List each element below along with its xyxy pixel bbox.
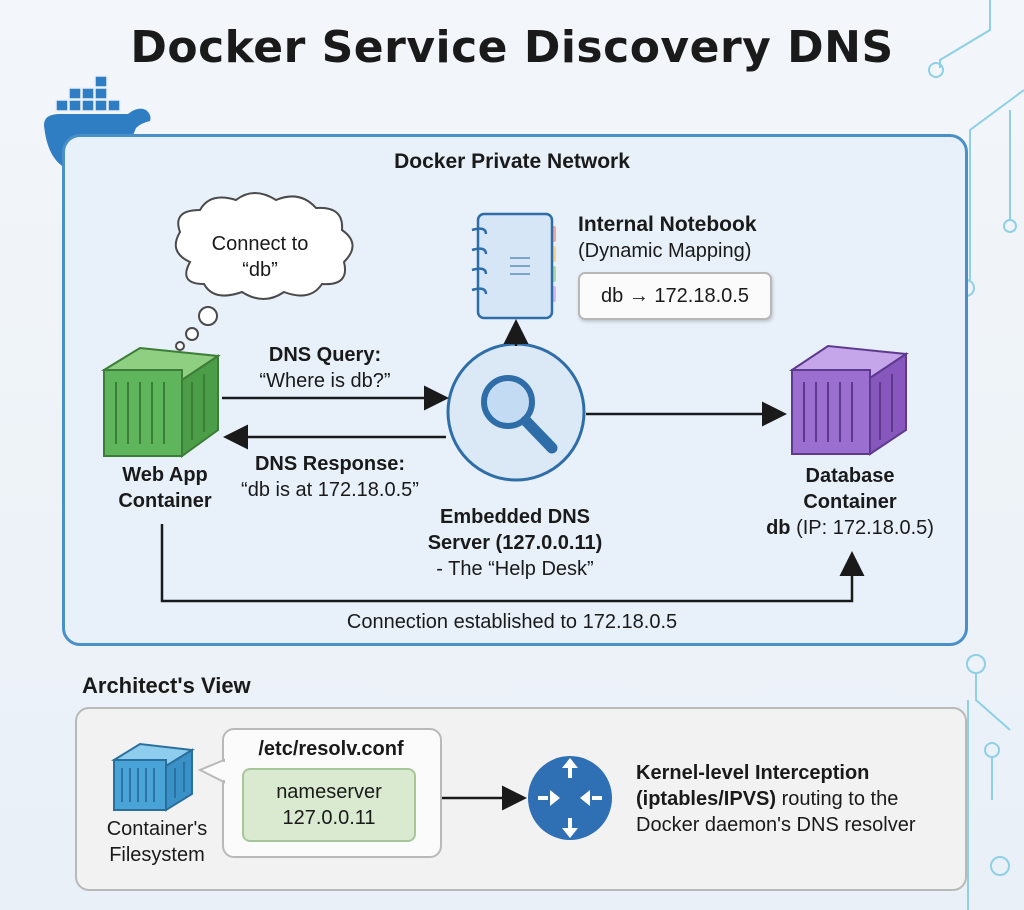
kernel-line-2-text: (iptables/IPVS) routing to the	[636, 788, 899, 810]
nameserver-box	[242, 768, 416, 842]
circuit-decoration	[928, 0, 1024, 910]
thought-cloud-text: Connect to “db”	[185, 231, 335, 283]
database-line-2: Container	[803, 491, 897, 513]
web-app-label: Web App Container	[90, 462, 240, 514]
cloud-line-1: Connect to	[211, 233, 309, 255]
dns-server-label: Embedded DNS Server (127.0.0.11) - The “…	[400, 504, 630, 582]
dns-server-subtitle: - The “Help Desk”	[436, 558, 594, 580]
kernel-line-3: Docker daemon's DNS resolver	[636, 814, 916, 836]
notebook-title: Internal Notebook	[578, 213, 757, 236]
web-app-line-2: Container	[118, 490, 212, 512]
filesystem-line-2: Filesystem	[109, 844, 205, 866]
database-name: db	[766, 517, 791, 539]
dns-server-title-2: Server (127.0.0.11)	[427, 532, 603, 554]
database-ip: (IP: 172.18.0.5)	[796, 517, 934, 539]
dns-mapping-entry: db → 172.18.0.5	[578, 272, 772, 320]
dns-server-title-1: Embedded DNS	[439, 506, 591, 528]
page-title: Docker Service Discovery DNS	[130, 22, 894, 73]
kernel-line-1: Kernel-level Interception	[636, 762, 870, 784]
network-label: Docker Private Network	[394, 150, 630, 173]
dns-query-title: DNS Query:	[268, 344, 382, 366]
connection-label: Connection established to 172.18.0.5	[346, 611, 678, 633]
nameserver-line-2: 127.0.0.11	[282, 807, 376, 829]
cloud-line-2: “db”	[242, 259, 278, 281]
kernel-interception-label: Kernel-level Interception (iptables/IPVS…	[636, 760, 956, 838]
filesystem-label: Container's Filesystem	[82, 816, 232, 868]
dns-query-label: DNS Query: “Where is db?”	[215, 342, 435, 394]
resolv-conf-title: /etc/resolv.conf	[258, 738, 404, 760]
database-ip-line: db (IP: 172.18.0.5)	[740, 515, 960, 541]
dns-response-text: “db is at 172.18.0.5”	[241, 479, 419, 501]
filesystem-line-1: Container's	[106, 818, 208, 840]
dns-query-text: “Where is db?”	[259, 370, 391, 392]
nameserver-line-1: nameserver	[276, 781, 382, 803]
web-app-line-1: Web App	[122, 464, 208, 486]
notebook-subtitle: (Dynamic Mapping)	[578, 240, 752, 262]
dns-response-label: DNS Response: “db is at 172.18.0.5”	[215, 451, 445, 503]
database-line-1: Database	[805, 465, 895, 487]
database-label: Database Container db (IP: 172.18.0.5)	[740, 463, 960, 541]
architect-view-title: Architect's View	[82, 673, 251, 698]
kernel-line-2: (iptables/IPVS) routing to the	[636, 786, 956, 812]
dns-response-title: DNS Response:	[254, 453, 406, 475]
